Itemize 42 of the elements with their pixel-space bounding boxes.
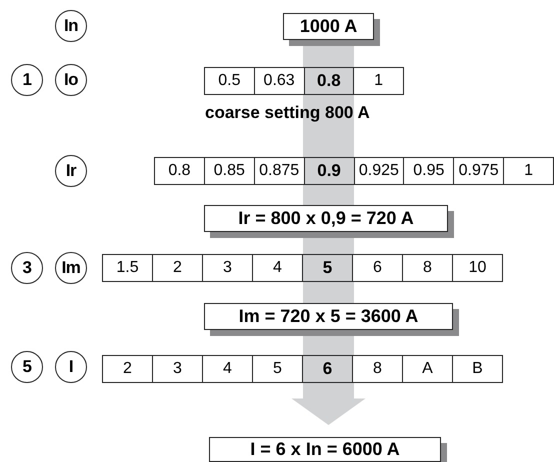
- scale-value: 0.925: [358, 162, 399, 180]
- scale-value: 0.5: [218, 72, 240, 90]
- scale-value: 0.875: [259, 162, 300, 180]
- scale-value: 3: [223, 259, 232, 277]
- setting-symbol: 5: [11, 351, 43, 383]
- scale-value: 1.5: [116, 259, 139, 277]
- scale-value: 4: [273, 259, 282, 277]
- scale-value: 8: [423, 259, 432, 277]
- scale-value: 0.8: [168, 162, 191, 180]
- setting-scale: [102, 355, 503, 383]
- scale-value: 2: [123, 360, 132, 378]
- scale-value: 0.63: [264, 72, 295, 90]
- note-text: coarse setting 800 A: [205, 103, 370, 123]
- setting-symbol: Ir: [55, 155, 87, 187]
- scale-value: 0.95: [413, 162, 444, 180]
- setting-symbol: I: [55, 351, 87, 383]
- scale-value: 5: [273, 360, 282, 378]
- setting-symbol: Im: [55, 252, 87, 284]
- scale-value: 0.8: [317, 71, 341, 91]
- setting-scale: [102, 254, 503, 282]
- scale-value: 0.975: [458, 162, 499, 180]
- scale-value: B: [472, 360, 483, 378]
- scale-value: 2: [173, 259, 182, 277]
- scale-value: 3: [173, 360, 182, 378]
- scale-value: 6: [322, 359, 332, 379]
- scale-value: 8: [373, 360, 382, 378]
- scale-value: 4: [223, 360, 232, 378]
- scale-value: 10: [468, 259, 486, 277]
- setting-symbol: Io: [55, 64, 87, 96]
- scale-value: 0.9: [317, 161, 341, 181]
- setting-symbol: In: [55, 10, 87, 42]
- setting-symbol: 3: [11, 252, 43, 284]
- setting-scale: [204, 67, 404, 95]
- scale-value: 0.85: [214, 162, 245, 180]
- scale-value: 5: [322, 258, 332, 278]
- scale-value: 1: [374, 72, 384, 90]
- scale-value: 1: [524, 162, 534, 180]
- scale-value: 6: [373, 259, 382, 277]
- arrow: [292, 383, 366, 425]
- scale-value: A: [422, 360, 433, 378]
- setting-symbol: 1: [11, 64, 43, 96]
- setting-scale: [154, 157, 554, 185]
